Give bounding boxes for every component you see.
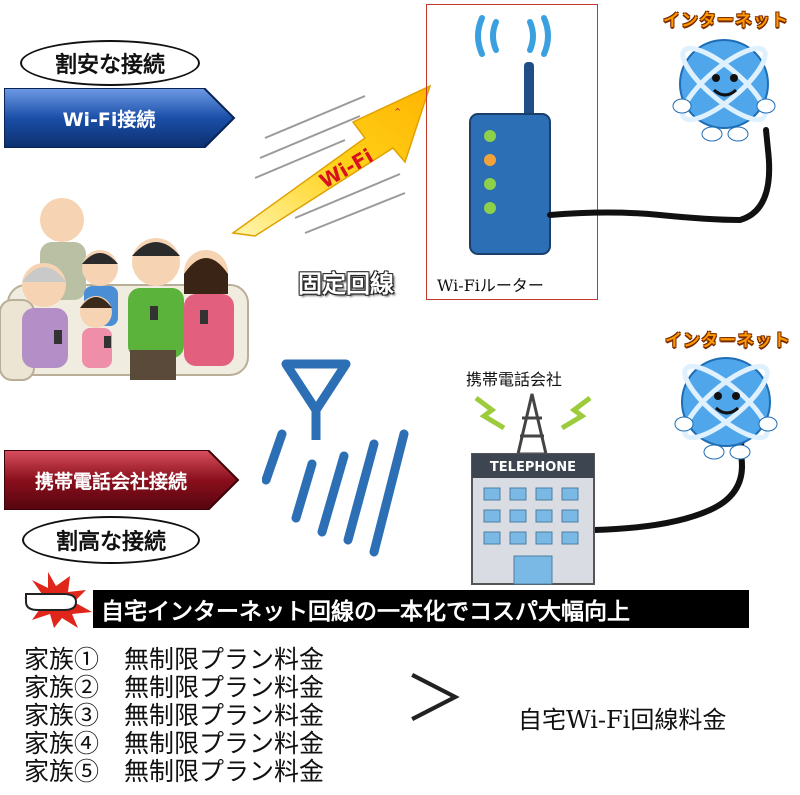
cheap-connection-label: 割安な接続: [20, 40, 200, 86]
telephone-building-icon: TELEPHONE: [471, 393, 595, 585]
building-sign: TELEPHONE: [490, 460, 576, 475]
carrier-connection-banner: 携帯電話会社接続: [4, 450, 218, 510]
fixed-line-label: 固定回線: [298, 269, 394, 298]
globe-mascot-icon: [674, 357, 778, 460]
plan-list: 家族① 無制限プラン料金 家族② 無制限プラン料金 家族③ 無制限プラン料金 家…: [24, 646, 324, 786]
globe-mascot-icon: [672, 39, 776, 142]
home-wifi-cost: 自宅Wi-Fi回線料金: [518, 706, 727, 734]
headline-bar: 自宅インターネット回線の一本化でコスパ大幅向上: [93, 590, 749, 628]
router-box: [426, 4, 598, 300]
router-label: Wi-Fiルーター: [437, 276, 544, 295]
carrier-connection-text: 携帯電話会社接続: [34, 470, 187, 493]
carrier-label: 携帯電話会社: [466, 370, 563, 389]
plan-item: 家族④ 無制限プラン料金: [24, 729, 325, 758]
plan-item: 家族② 無制限プラン料金: [24, 673, 325, 702]
wifi-connection-banner: Wi-Fi接続: [4, 88, 214, 148]
wifi-arrow: Wi-Fi ⌃: [231, 84, 432, 237]
plan-item: 家族③ 無制限プラン料金: [24, 701, 325, 730]
cheap-connection-text: 割安な接続: [54, 53, 165, 78]
headline-text: 自宅インターネット回線の一本化でコスパ大幅向上: [101, 599, 630, 625]
wifi-connection-banner-bg: [4, 88, 236, 148]
antenna-icon: [262, 359, 409, 557]
internet-label-top: インターネット: [663, 11, 789, 31]
router-cable: [547, 127, 773, 224]
comparison-symbol: ＞: [404, 662, 467, 735]
building-cable: [591, 427, 747, 533]
plan-item: 家族① 無制限プラン料金: [24, 645, 325, 674]
svg-text:⌃: ⌃: [393, 106, 402, 119]
wifi-connection-text: Wi-Fi接続: [62, 108, 156, 131]
plan-item: 家族⑤ 無制限プラン料金: [24, 757, 325, 786]
family-illustration: [0, 198, 249, 381]
pointing-hand-icon: [24, 572, 92, 628]
internet-label-bottom: インターネット: [665, 331, 791, 351]
carrier-connection-banner-bg: [4, 450, 240, 510]
expensive-connection-label: 割高な接続: [22, 516, 200, 564]
router-icon: [469, 15, 551, 255]
expensive-connection-text: 割高な接続: [55, 530, 166, 555]
